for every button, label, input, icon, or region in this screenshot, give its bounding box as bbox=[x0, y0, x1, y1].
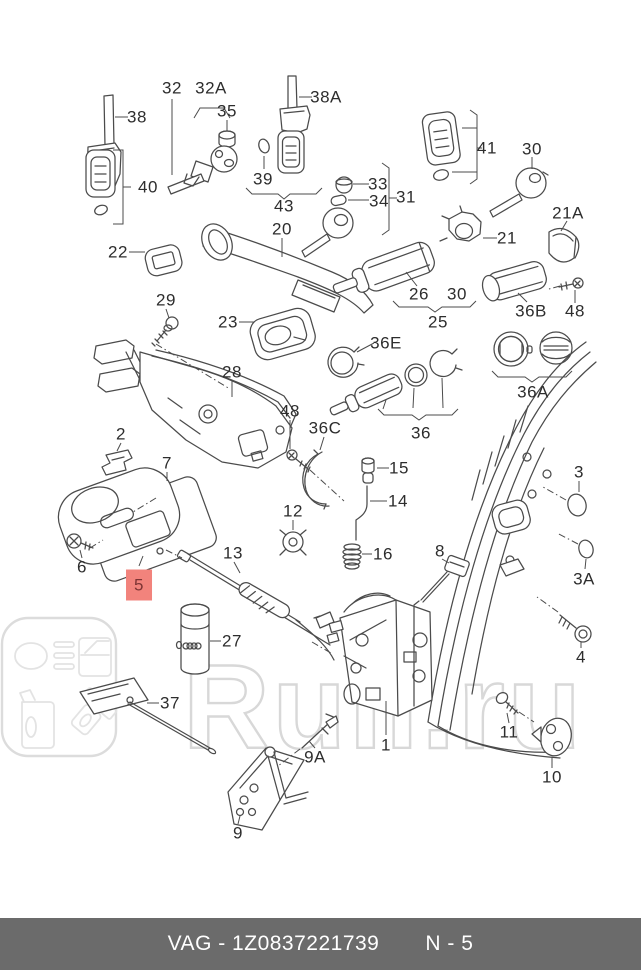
part-36-cylinder-set bbox=[329, 348, 463, 416]
part-6-screw bbox=[66, 533, 94, 551]
diagram-art: Ruli.ru bbox=[0, 75, 597, 831]
diagram-area: Ruli.ru bbox=[0, 75, 597, 842]
part-27-grease-tube bbox=[175, 603, 210, 675]
part-20-door-handle bbox=[201, 223, 374, 314]
part-3-cap bbox=[567, 493, 587, 517]
part-10-striker bbox=[531, 717, 572, 757]
part-21-clip bbox=[439, 205, 482, 242]
part-16-spring-grommet bbox=[342, 543, 362, 570]
part-29-screw bbox=[151, 316, 179, 347]
part-41-remote-key bbox=[421, 111, 461, 181]
part-39-seal bbox=[258, 138, 270, 154]
footer-bar: VAG - 1Z0837221739 N - 5 bbox=[0, 918, 641, 970]
leader-lines bbox=[79, 96, 587, 825]
part-36e-ring bbox=[327, 346, 365, 378]
door-frame bbox=[427, 341, 597, 759]
part-21a-cap bbox=[548, 227, 580, 263]
part-4-bolt bbox=[558, 614, 592, 643]
part-28-handle-carrier bbox=[93, 339, 297, 469]
part-34-bulb bbox=[330, 194, 347, 207]
part-36c-clip bbox=[302, 449, 330, 510]
part-31-key bbox=[301, 207, 354, 258]
part-48-screw-right bbox=[558, 277, 584, 291]
headlight-icon bbox=[14, 641, 75, 670]
part-8-sensor bbox=[413, 554, 470, 606]
part-2-clip bbox=[101, 449, 133, 476]
part-3a-cap bbox=[578, 539, 594, 559]
part-43-remote-key bbox=[277, 130, 305, 174]
part-30-key-upper bbox=[489, 167, 549, 218]
part-9-bracket bbox=[227, 746, 309, 831]
part-36a-caps bbox=[493, 331, 573, 367]
part-1-door-lock bbox=[313, 592, 433, 717]
part-32a-lock-rotor bbox=[167, 130, 238, 195]
part-22-gasket bbox=[144, 244, 183, 277]
part-13-release-cable bbox=[176, 549, 335, 661]
part-38a-flip-key bbox=[279, 75, 311, 134]
part-5-interior-trim bbox=[57, 467, 217, 582]
part-37-key-tag bbox=[79, 677, 217, 755]
part-48-screw-left bbox=[286, 449, 311, 473]
part-15-cap bbox=[361, 457, 375, 484]
part-11-screw bbox=[495, 691, 519, 715]
part-12-grommet bbox=[279, 529, 307, 556]
part-40-remote-key bbox=[85, 149, 116, 216]
oil-canister-icon bbox=[19, 689, 55, 749]
footer-part-code: VAG - 1Z0837221739 bbox=[167, 932, 380, 955]
part-23-gasket bbox=[249, 307, 316, 361]
part-9a-pin bbox=[301, 713, 339, 749]
car-door-icon bbox=[78, 637, 112, 677]
part-14-rod bbox=[355, 485, 368, 541]
footer-page-ref: N - 5 bbox=[425, 932, 474, 955]
part-36b-lock-cylinder bbox=[481, 261, 547, 302]
part-33-cap bbox=[335, 176, 353, 194]
part-26-lock-cylinder bbox=[332, 241, 435, 294]
